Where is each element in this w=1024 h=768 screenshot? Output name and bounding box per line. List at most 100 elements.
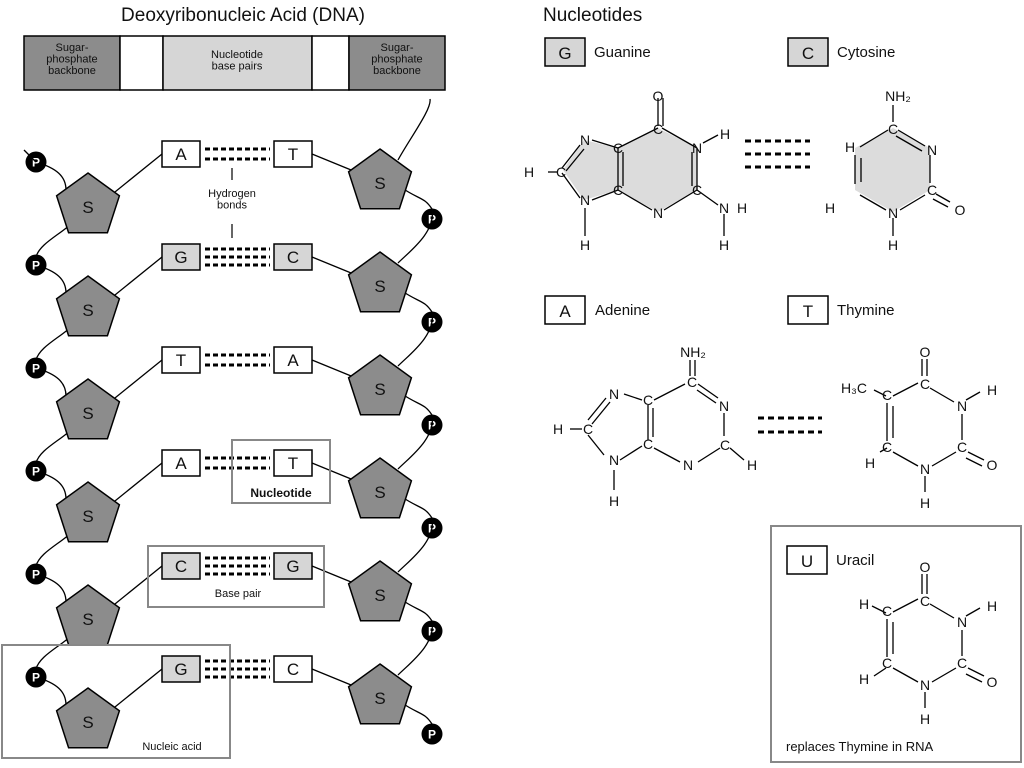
uracil-letter-box [786,545,828,575]
base-left-box [161,552,201,580]
sugar-left-label: S [82,198,93,217]
base-left-box [161,449,201,477]
base-left-letter: T [176,351,186,370]
cytosine-atom: H [825,200,835,216]
uracil-letter: U [801,552,813,571]
adenine-letter-box [544,295,586,325]
phosphate-label: P [428,728,436,742]
cytosine-atom: C [927,182,937,198]
base-right-letter: T [288,145,298,164]
gc-hydrogen-bonds [745,139,810,169]
guanine-atom: C [653,121,663,137]
legend-pairs [162,35,313,91]
guanine-atom: N [580,192,590,208]
uracil-atom: H [859,596,869,612]
cytosine-atom: C [888,121,898,137]
guanine-atoms: O C C C N C N H N C H N H N H H [524,88,747,253]
adenine-atom: H [747,457,757,473]
uracil-atom: N [920,677,930,693]
base-right-box [273,346,313,374]
base-left-letter: C [175,557,187,576]
legend-gap-right [311,35,350,91]
sugar-right-label: S [374,586,385,605]
base-right-box [273,449,313,477]
adenine-atom: NH₂ [680,344,706,360]
thymine-atom: H [920,495,930,511]
base-left-box [161,243,201,271]
cytosine-letter-box [787,37,829,67]
sugar-left-label: S [82,713,93,732]
base-right-box [273,243,313,271]
adenine-atom: C [643,436,653,452]
legend-backbone-right [348,35,446,91]
phosphate-left [25,563,47,585]
guanine-atom: H [719,237,729,253]
base-right-letter: C [287,248,299,267]
uracil-atom: H [920,711,930,727]
thymine-atom: O [920,344,931,360]
base-headers: G Guanine C Cytosine A Adenine T Thymine [544,37,895,325]
uracil-atom: C [920,593,930,609]
sugar-left-label: S [82,507,93,526]
uracil-note: replaces Thymine in RNA [786,739,933,754]
sugar-right-label: S [374,174,385,193]
nucleotide-callout-box [231,439,331,504]
thymine-letter-box [787,295,829,325]
sugar-left [55,687,121,749]
guanine-atom: H [737,200,747,216]
guanine-name: Guanine [594,44,651,61]
sugar-right [347,560,413,622]
guanine-atom: C [613,140,623,156]
sugar-right [347,354,413,416]
thymine-atoms: O C N H C O N H C H C H₃C [841,344,998,511]
uracil-atom: O [987,674,998,690]
guanine-structure [548,98,725,236]
legend-backbone-left [23,35,121,91]
phosphate-left [25,357,47,379]
guanine-atom: H [580,237,590,253]
sugar-right-label: S [374,483,385,502]
phosphate-label: P [32,568,40,582]
cytosine-name: Cytosine [837,44,895,61]
guanine-letter-box [544,37,586,67]
nucleic-acid-callout-box [1,644,231,759]
sugar-right [347,148,413,210]
sugar-left [55,275,121,337]
guanine-atom: H [720,126,730,142]
adenine-atom: C [643,392,653,408]
uracil-atom: C [957,655,967,671]
base-left-box [161,655,201,683]
phosphate-label: P [32,671,40,685]
phosphate-label: P [32,156,40,170]
base-left-box [161,346,201,374]
adenine-atom: N [683,457,693,473]
adenine-atoms: NH₂ C C C N C N N C H N H H [553,344,757,509]
nucleotide-callout-label: Nucleotide [250,486,312,500]
adenine-name: Adenine [595,302,650,319]
nucleic-acid-callout-label: Nucleic acid [142,741,201,753]
base-right-letter: G [286,557,299,576]
sugar-left-label: S [82,301,93,320]
thymine-atom: H₃C [841,380,867,396]
base-pair-callout-label: Base pair [215,588,262,600]
adenine-atom: N [609,452,619,468]
base-right-letter: C [287,660,299,679]
adenine-atom: C [687,374,697,390]
adenine-letter: A [559,302,571,321]
sugar-left [55,172,121,234]
phosphate-label: P [32,465,40,479]
cytosine-atoms: NH₂ C N C O N H H H [825,88,966,253]
uracil-atoms: O C N H C O N H C H C H [859,559,998,727]
base-left-letter: G [174,660,187,679]
thymine-atom: C [882,387,892,403]
base-left-box [161,140,201,168]
base-right-box [273,140,313,168]
nucleotides-title: Nucleotides [543,5,642,26]
sugar-left [55,378,121,440]
thymine-atom: H [865,455,875,471]
adenine-atom: C [720,437,730,453]
phosphate-right [421,723,443,745]
